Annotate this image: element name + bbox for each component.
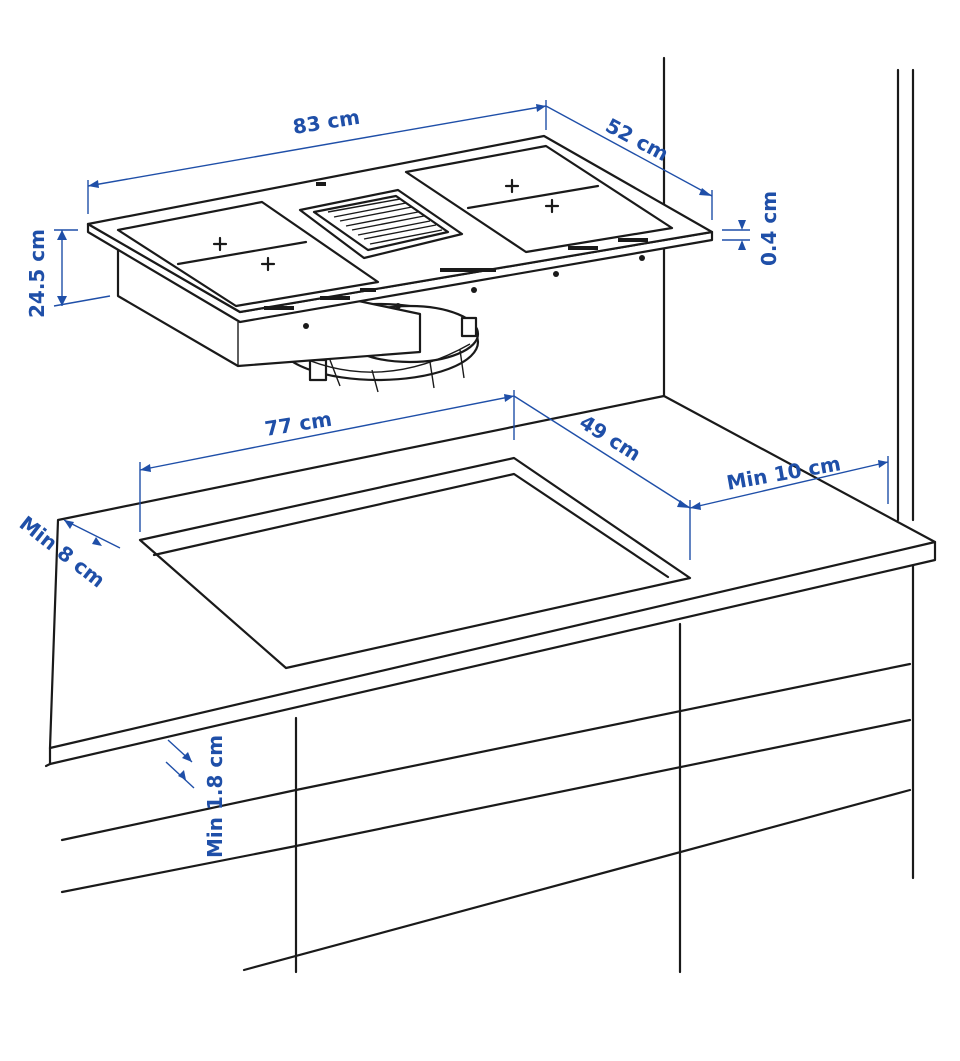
dimension-lines — [53, 100, 889, 789]
label-min-worktop-thickness: Min 1.8 cm — [203, 735, 227, 858]
extractor-vent — [298, 188, 464, 260]
label-hob-depth: 52 cm — [602, 113, 673, 166]
label-hob-width: 83 cm — [291, 105, 361, 139]
cooking-zone-right — [404, 144, 674, 254]
label-glass-thickness: 0.4 cm — [757, 191, 781, 266]
worktop-cutout — [138, 456, 692, 670]
cabinets — [60, 622, 912, 974]
cooking-zone-left — [116, 200, 380, 308]
label-hob-height: 24.5 cm — [25, 229, 49, 318]
hob — [86, 134, 714, 393]
label-cutout-width: 77 cm — [263, 407, 333, 441]
touch-controls — [264, 182, 648, 329]
worktop — [44, 394, 937, 768]
